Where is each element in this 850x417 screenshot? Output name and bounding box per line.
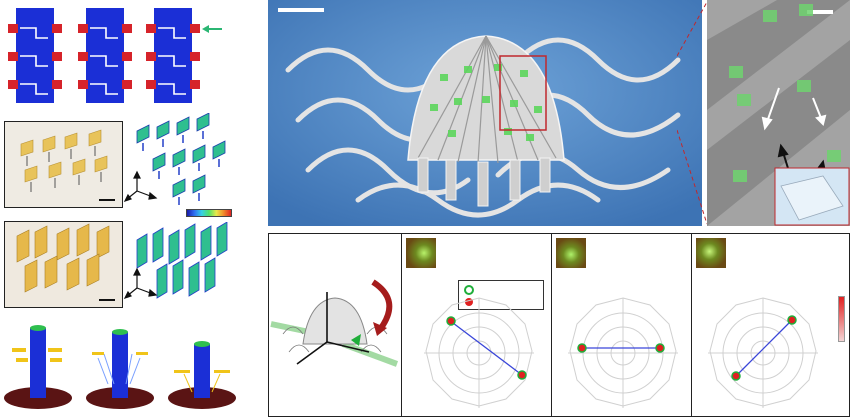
simulation-render-1 [123, 113, 240, 223]
polar-map-1 [424, 297, 534, 408]
pillar-stage-3 [168, 341, 236, 409]
strain-colorbar [186, 209, 232, 217]
marker-legend [458, 280, 544, 310]
chip-1 [8, 8, 62, 103]
chip-array-illustration [8, 8, 222, 103]
scale-bar [278, 8, 324, 12]
dome-ribbon-structure [268, 0, 702, 226]
green-ring-marker [464, 285, 474, 295]
dome [407, 35, 565, 164]
trajectory-arrow [452, 322, 523, 376]
trajectory-subpanel-3 [691, 234, 849, 416]
zoom-connector-lines [677, 1, 707, 225]
sem-zoom-image [707, 0, 850, 226]
green-arrowhead [351, 334, 361, 346]
flag-array-photo-1 [5, 122, 122, 207]
left-arrow-icon [202, 25, 222, 33]
trajectory-subpanel-1 [401, 234, 551, 416]
pillar-assembly-figure [2, 318, 242, 415]
chip-array-figure [2, 2, 226, 108]
fluorescence-thumbnail-2 [556, 238, 586, 268]
xyz-axes-icon [123, 170, 158, 203]
polar-map-2 [568, 297, 678, 408]
scale-bar [807, 10, 833, 14]
zoomed-ribbon-surface [707, 0, 850, 226]
chip-3 [146, 8, 200, 103]
micrograph-photo-2 [4, 221, 123, 308]
pillar-assembly-illustration [4, 325, 236, 409]
fluorescence-thumbnail-1 [406, 238, 436, 268]
micrograph-photo-1 [4, 121, 123, 208]
dome-axes-schematic [270, 279, 399, 367]
xyz-axes-icon [123, 267, 158, 300]
flag-array-simulation-2 [123, 222, 228, 300]
inset-zoom [774, 167, 850, 226]
rotation-schematic [269, 234, 401, 416]
trajectory-arrow [737, 321, 791, 375]
flag-array-photo-2 [5, 222, 122, 307]
pillar-stage-1 [4, 325, 72, 409]
chip-2 [78, 8, 132, 103]
simulation-render-2 [123, 222, 240, 312]
pillar-stage-2 [86, 329, 154, 409]
sem-dome-image [268, 0, 702, 226]
time-colorbar [838, 296, 845, 342]
trajectory-subpanel-2 [551, 234, 691, 416]
zoom-region-box [499, 55, 547, 131]
flag-array-simulation-1 [123, 113, 226, 205]
curved-red-arrow-icon [371, 279, 393, 336]
fluorescence-thumbnail-3 [696, 238, 726, 268]
xyz-axes-icon [296, 292, 370, 365]
polar-map-3 [708, 297, 818, 408]
tracking-panel [268, 233, 850, 417]
